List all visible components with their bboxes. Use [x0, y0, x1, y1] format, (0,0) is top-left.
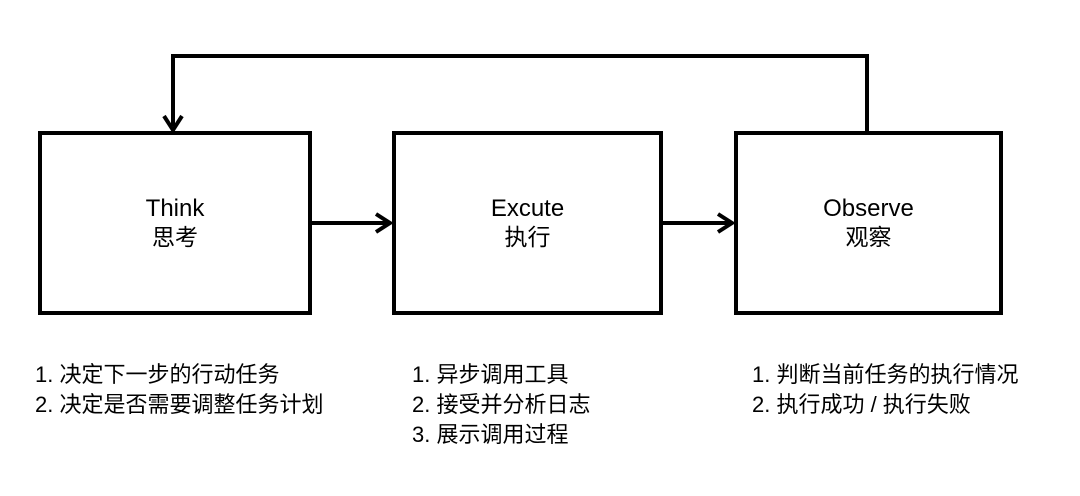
note-line: 2. 决定是否需要调整任务计划	[35, 392, 324, 417]
node-think-subtitle: 思考	[152, 224, 198, 250]
note-list-execute: 1. 异步调用工具 2. 接受并分析日志 3. 展示调用过程	[412, 360, 590, 450]
note-line: 2. 执行成功 / 执行失败	[752, 392, 971, 417]
arrowhead-right-execute-observe-icon	[716, 212, 736, 234]
note-line: 1. 判断当前任务的执行情况	[752, 362, 1019, 387]
node-observe-subtitle: 观察	[845, 224, 892, 250]
note-list-think: 1. 决定下一步的行动任务 2. 决定是否需要调整任务计划	[35, 360, 323, 420]
note-line: 3. 展示调用过程	[412, 422, 569, 447]
note-list-observe: 1. 判断当前任务的执行情况 2. 执行成功 / 执行失败	[752, 360, 1018, 420]
node-think-title: Think	[145, 195, 205, 222]
node-observe: Observe 观察	[734, 131, 1003, 315]
node-execute-subtitle: 执行	[504, 224, 551, 250]
feedback-loop-line	[171, 54, 869, 133]
note-line: 1. 异步调用工具	[412, 362, 569, 387]
note-line: 1. 决定下一步的行动任务	[35, 362, 280, 387]
node-think: Think 思考	[38, 131, 312, 315]
node-observe-title: Observe	[823, 195, 914, 222]
arrowhead-right-think-execute-icon	[374, 212, 394, 234]
node-execute-title: Excute	[490, 195, 565, 222]
arrowhead-down-icon	[162, 114, 184, 134]
note-line: 2. 接受并分析日志	[412, 392, 591, 417]
node-execute: Excute 执行	[392, 131, 663, 315]
